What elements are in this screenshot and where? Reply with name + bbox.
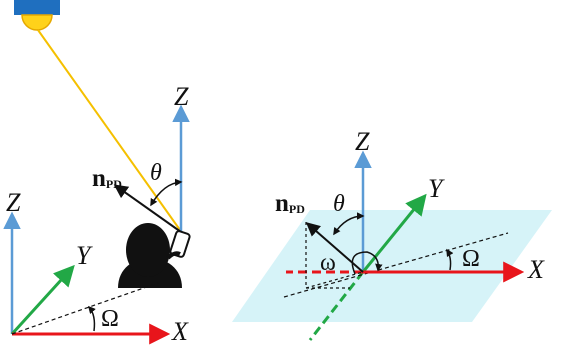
right-x-label: X (527, 255, 545, 284)
right-z-label: Z (355, 127, 370, 156)
normal-drop-diagonal (305, 271, 364, 289)
light-bulb-icon (21, 14, 53, 31)
omega-arc-left (88, 305, 96, 332)
theta-label-right: θ (333, 191, 345, 217)
normal-vector-right-label: nPD (275, 190, 305, 217)
right-panel: Z Y X nPD θ ω Ω (232, 127, 552, 341)
light-fixture-icon (14, 0, 60, 15)
omega-label-right: Ω (462, 246, 480, 272)
right-y-label: Y (428, 174, 445, 203)
theta-arc-left (150, 178, 183, 207)
normal-vector-left-label: nPD (92, 165, 122, 192)
theta-label-left: θ (150, 160, 162, 186)
right-projection-line (283, 232, 509, 298)
left-y-label: Y (76, 241, 93, 270)
right-y-axis-hidden (308, 271, 365, 341)
left-x-label: X (171, 317, 189, 346)
person-icon (118, 223, 191, 288)
right-y-axis (361, 193, 427, 273)
omega-label-left: Ω (101, 306, 119, 332)
small-omega-label: ω (320, 250, 336, 276)
theta-arc-right (333, 212, 365, 236)
left-projection-line (11, 282, 159, 335)
normal-vector-left (113, 184, 182, 233)
left-y-axis (10, 264, 75, 336)
small-omega-arc (351, 251, 383, 275)
light-ray (37, 29, 181, 231)
left-z-label: Z (6, 188, 21, 217)
omega-arc-right (446, 248, 454, 271)
normal-vector-right (305, 222, 364, 273)
device-z-label: Z (174, 82, 189, 111)
left-panel: Z nPD θ Z Y X Ω (3, 0, 191, 346)
